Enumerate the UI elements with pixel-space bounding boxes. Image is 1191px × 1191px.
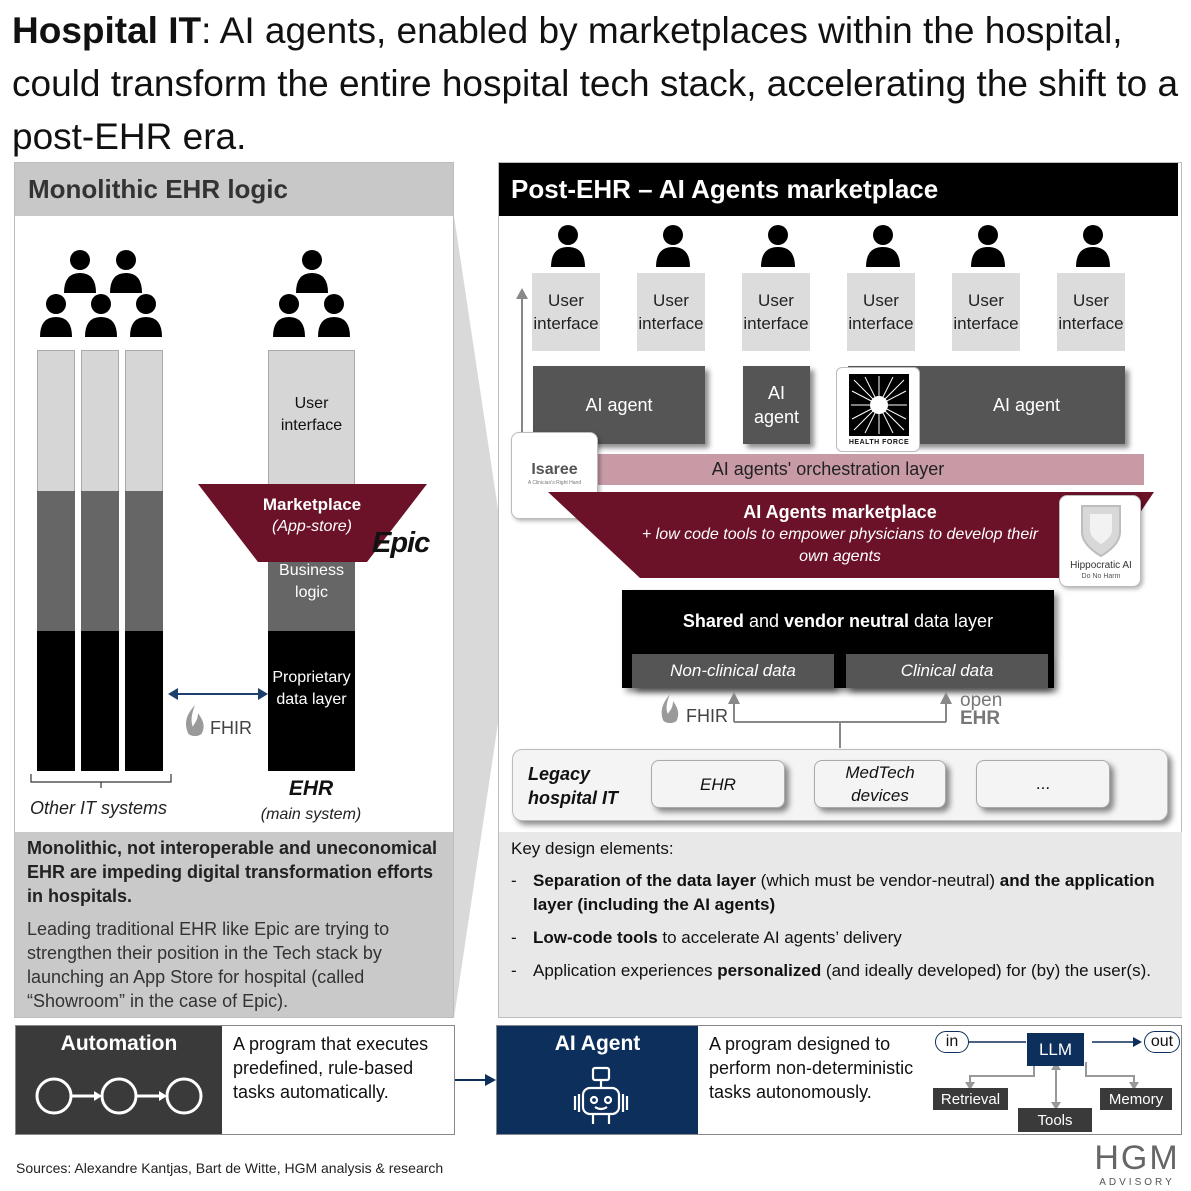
- ai-agent-card: [496, 1025, 1182, 1135]
- key-item: -Low-code tools to accelerate AI agents’…: [511, 928, 902, 947]
- user-interface-box: User interface: [847, 273, 915, 351]
- llm-box: LLM: [1027, 1033, 1084, 1066]
- orchestration-layer: AI agents' orchestration layer: [512, 454, 1144, 485]
- ehr-user-interface: User interface: [268, 350, 355, 492]
- legacy-label: Legacy hospital IT: [528, 764, 618, 808]
- retrieval-box: Retrieval: [933, 1088, 1008, 1110]
- non-clinical-data: Non-clinical data: [632, 654, 834, 688]
- people-group-icon: [40, 250, 162, 337]
- key-heading: Key design elements:: [511, 839, 674, 858]
- ai-agent-header: AI Agent: [497, 1026, 698, 1134]
- other-system-ui-segment: [37, 350, 75, 492]
- fhir-label: FHIR: [686, 706, 728, 726]
- summary-detail: Leading traditional EHR like Epic are tr…: [27, 919, 390, 1011]
- user-interface-box: User interface: [532, 273, 600, 351]
- person-icon: [761, 225, 795, 267]
- clinical-data: Clinical data: [846, 654, 1048, 688]
- input-pill: in: [935, 1031, 969, 1053]
- ai-agent-box: AI agent: [533, 366, 705, 444]
- epic-logo: Epic: [372, 527, 430, 559]
- legacy-item: ...: [976, 760, 1110, 808]
- key-item: -Application experiences personalized (a…: [511, 961, 1151, 980]
- openehr-logo: open EHR: [960, 690, 1003, 729]
- hgm-logo-subtitle: ADVISORY: [1099, 1177, 1175, 1188]
- sources-note: Sources: Alexandre Kantjas, Bart de Witt…: [16, 1160, 444, 1176]
- other-systems-bracket: [30, 774, 172, 788]
- other-system-logic-segment: [125, 491, 163, 632]
- up-arrow-icon: [516, 288, 528, 438]
- marketplace-funnel: [198, 484, 427, 562]
- shield-icon: [1081, 505, 1121, 558]
- other-system-ui-segment: [125, 350, 163, 492]
- fhir-flame-icon: [186, 705, 204, 736]
- shared-data-layer-title: Shared and vendor neutral data layer: [682, 611, 994, 631]
- summary-statement: Monolithic, not interoperable and unecon…: [27, 838, 438, 906]
- user-interface-box: User interface: [742, 273, 810, 351]
- user-interface-box: User interface: [952, 273, 1020, 351]
- other-system-logic-segment: [81, 491, 119, 632]
- agent-architecture-diagram: [965, 1037, 1142, 1110]
- ehr-label: EHR: [288, 777, 334, 800]
- left-summary: Monolithic, not interoperable and unecon…: [15, 832, 453, 1017]
- key-design-elements: Key design elements: -Separation of the …: [499, 832, 1182, 1017]
- person-icon: [1076, 225, 1110, 267]
- bidirectional-arrow-icon: [168, 688, 268, 700]
- ai-agent-box: AI agent: [743, 366, 810, 444]
- ai-agent-description: A program designed to perform non-determ…: [709, 1034, 914, 1102]
- legacy-item: EHR: [651, 760, 785, 808]
- key-item: -Separation of the data layer (which mus…: [511, 871, 1155, 914]
- other-system-data-segment: [125, 631, 163, 771]
- other-system-data-segment: [81, 631, 119, 771]
- ehr-sublabel: (main system): [260, 806, 362, 823]
- tools-box: Tools: [1018, 1108, 1092, 1132]
- hgm-logo: HGM: [1094, 1139, 1180, 1177]
- marketplace-label: Marketplace (App-store): [262, 495, 362, 535]
- fhir-flame-icon: [661, 694, 679, 723]
- hippocratic-ai-logo: Hippocratic AI Do No Harm: [1059, 495, 1141, 587]
- person-icon: [656, 225, 690, 267]
- people-group-icon: [273, 250, 350, 337]
- arrow-icon: [455, 1074, 496, 1086]
- pipeline-icon: [35, 1077, 203, 1115]
- robot-icon: [573, 1066, 629, 1124]
- automation-card: [15, 1025, 455, 1135]
- other-system-data-segment: [37, 631, 75, 771]
- page-title: Hospital IT: AI agents, enabled by marke…: [12, 10, 1179, 157]
- memory-box: Memory: [1100, 1088, 1172, 1110]
- other-systems-label: Other IT systems: [30, 798, 168, 818]
- output-pill: out: [1144, 1031, 1180, 1053]
- transition-chevron: [454, 216, 514, 1018]
- automation-description: A program that executes predefined, rule…: [233, 1034, 429, 1102]
- person-icon: [551, 225, 585, 267]
- user-interface-box: User interface: [1057, 273, 1125, 351]
- other-system-ui-segment: [81, 350, 119, 492]
- person-icon: [971, 225, 1005, 267]
- other-system-logic-segment: [37, 491, 75, 632]
- health-force-logo: HEALTH FORCE: [836, 367, 920, 452]
- user-interface-box: User interface: [637, 273, 705, 351]
- ai-agents-marketplace-label: AI Agents marketplace + low code tools t…: [641, 502, 1039, 565]
- legacy-item: MedTech devices: [814, 760, 946, 808]
- automation-header: Automation: [16, 1026, 222, 1134]
- starburst-icon: [849, 374, 909, 436]
- right-panel-header: Post-EHR – AI Agents marketplace: [499, 163, 1178, 216]
- data-flow-connector: [728, 692, 952, 748]
- ehr-proprietary-data-layer: Proprietary data layer: [268, 631, 355, 771]
- ai-agents-marketplace-banner: [548, 492, 1154, 578]
- fhir-label: FHIR: [210, 718, 252, 738]
- left-panel-header: Monolithic EHR logic: [15, 163, 453, 216]
- person-icon: [866, 225, 900, 267]
